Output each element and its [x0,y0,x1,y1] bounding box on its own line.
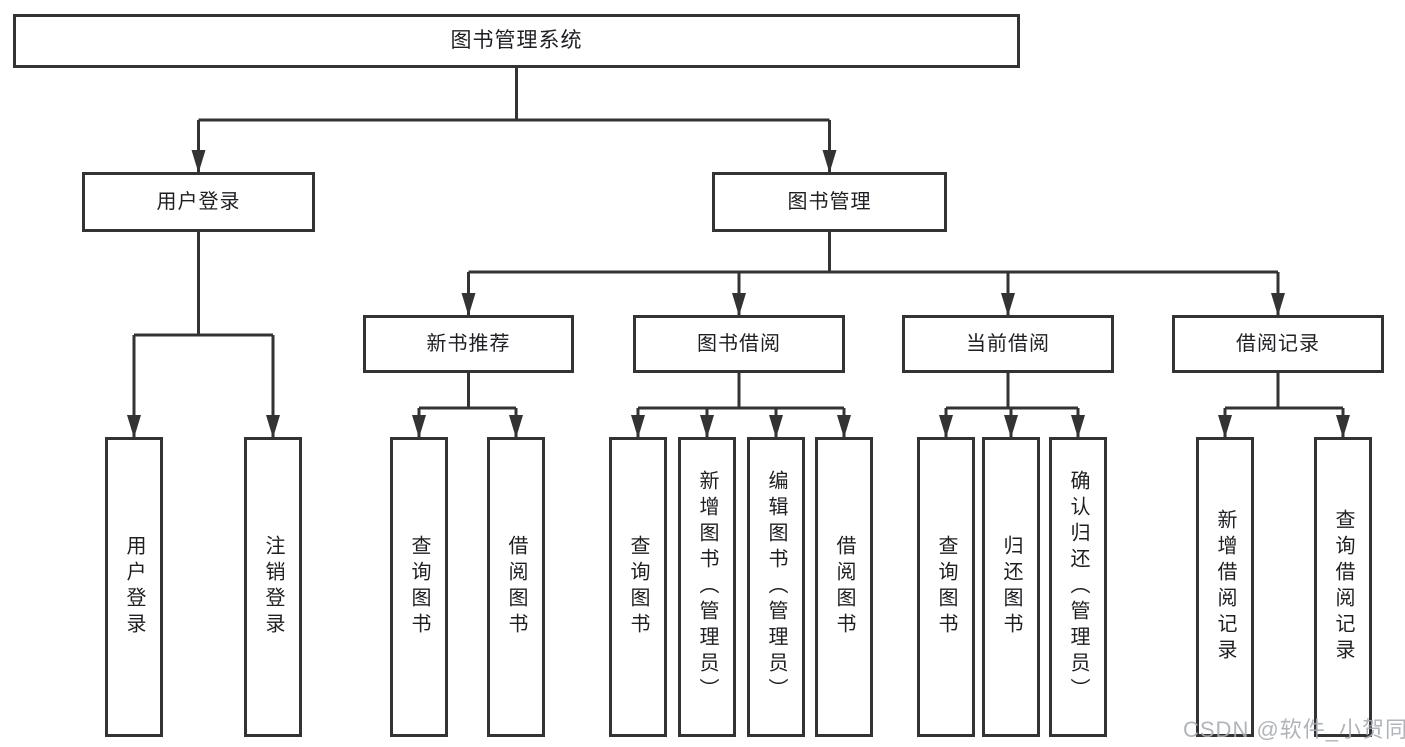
leaf-newbooks-query-books: 查询图书 [390,437,448,737]
csdn-watermark: CSDN @软件_小贺同学 [1183,717,1405,742]
leaf-borrow-query-books: 查询图书 [609,437,667,737]
node-root-library-system: 图书管理系统 [13,14,1020,68]
node-user-login: 用户登录 [82,172,315,232]
leaf-current-return-books: 归还图书 [982,437,1040,737]
node-current-borrow: 当前借阅 [902,315,1114,373]
leaf-records-query-record: 查询借阅记录 [1314,437,1372,737]
leaf-borrow-borrow-books: 借阅图书 [815,437,873,737]
leaf-user-login: 用户登录 [105,437,163,737]
leaf-logout-login: 注销登录 [244,437,302,737]
node-borrow-records: 借阅记录 [1172,315,1384,373]
leaf-borrow-add-books-admin: 新增图书（管理员） [678,437,736,737]
leaf-current-confirm-return-admin: 确认归还（管理员） [1049,437,1107,737]
node-new-book-recommend: 新书推荐 [363,315,574,373]
leaf-records-add-record: 新增借阅记录 [1196,437,1254,737]
node-book-management: 图书管理 [712,172,947,232]
leaf-borrow-edit-books-admin: 编辑图书（管理员） [747,437,805,737]
node-book-borrow: 图书借阅 [633,315,845,373]
leaf-newbooks-borrow-books: 借阅图书 [487,437,545,737]
leaf-current-query-books: 查询图书 [917,437,975,737]
